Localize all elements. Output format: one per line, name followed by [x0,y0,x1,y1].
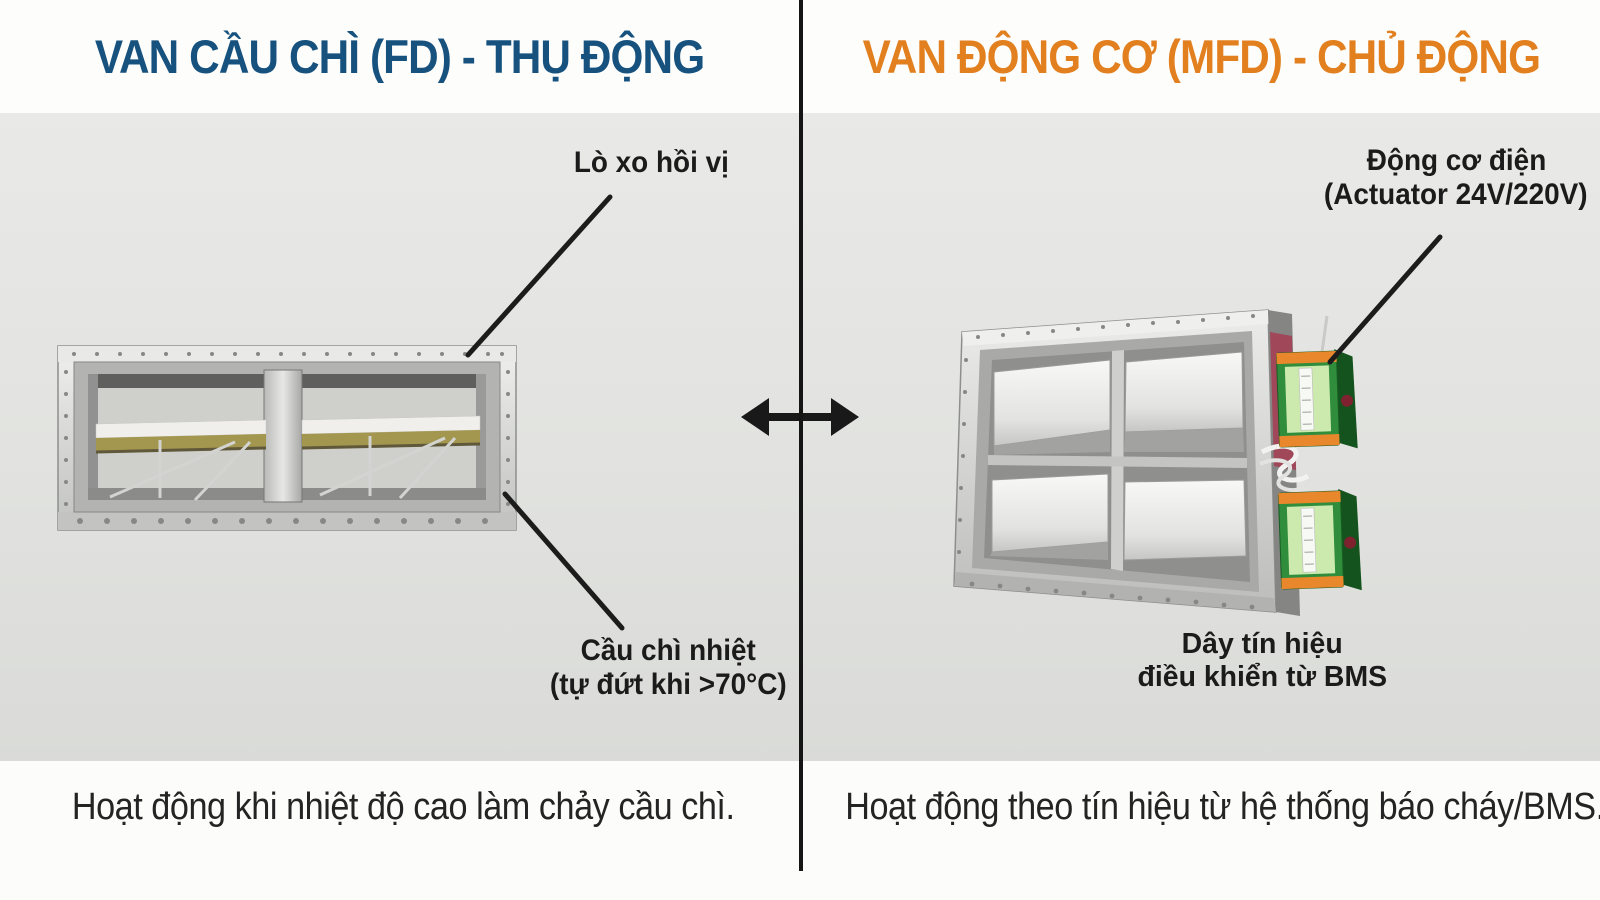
callout-actuator-line1: Động cơ điện [1366,144,1546,177]
left-panel-caption-text: Hoạt động khi nhiệt độ cao làm chảy cầu … [71,786,735,828]
mfd-damper-image [953,309,1362,616]
actuator-box-bottom [1277,489,1362,591]
leader-line-fuse [502,491,625,631]
callout-spring: Lò xo hồi vị [540,146,762,180]
actuator-box-top [1275,349,1358,449]
left-panel-title: VAN CẦU CHÌ (FD) - THỤ ĐỘNG [0,0,799,113]
right-panel-caption: Hoạt động theo tín hiệu từ hệ thống báo … [803,786,1600,829]
right-panel-title-text: VAN ĐỘNG CƠ (MFD) - CHỦ ĐỘNG [862,30,1541,83]
callout-signal-line2: điều khiển từ BMS [1137,660,1387,693]
right-panel-caption-text: Hoạt động theo tín hiệu từ hệ thống báo … [845,786,1600,828]
callout-fuse-line2: (tự đứt khi >70°C) [549,667,787,701]
leader-line-actuator [1327,234,1443,365]
actuator-knob [1341,394,1354,407]
left-panel-caption: Hoạt động khi nhiệt độ cao làm chảy cầu … [8,786,798,829]
callout-actuator: Động cơ điện (Actuator 24V/220V) [1310,144,1600,212]
callout-signal-line1: Dây tín hiệu [1181,628,1343,660]
callout-bms-signal: Dây tín hiệu điều khiển từ BMS [1112,628,1412,694]
left-panel-title-text: VAN CẦU CHÌ (FD) - THỤ ĐỘNG [94,30,705,83]
callout-fuse-line1: Cầu chì nhiệt [580,634,756,667]
actuator-knob [1344,536,1357,549]
leader-line-spring [465,194,613,358]
center-divider [799,0,803,871]
callout-thermal-fuse: Cầu chì nhiệt (tự đứt khi >70°C) [518,634,818,702]
callout-spring-label: Lò xo hồi vị [573,146,729,179]
callout-actuator-line2: (Actuator 24V/220V) [1324,177,1588,211]
fd-damper-image [57,345,517,531]
right-panel-title: VAN ĐỘNG CƠ (MFD) - CHỦ ĐỘNG [803,0,1600,113]
